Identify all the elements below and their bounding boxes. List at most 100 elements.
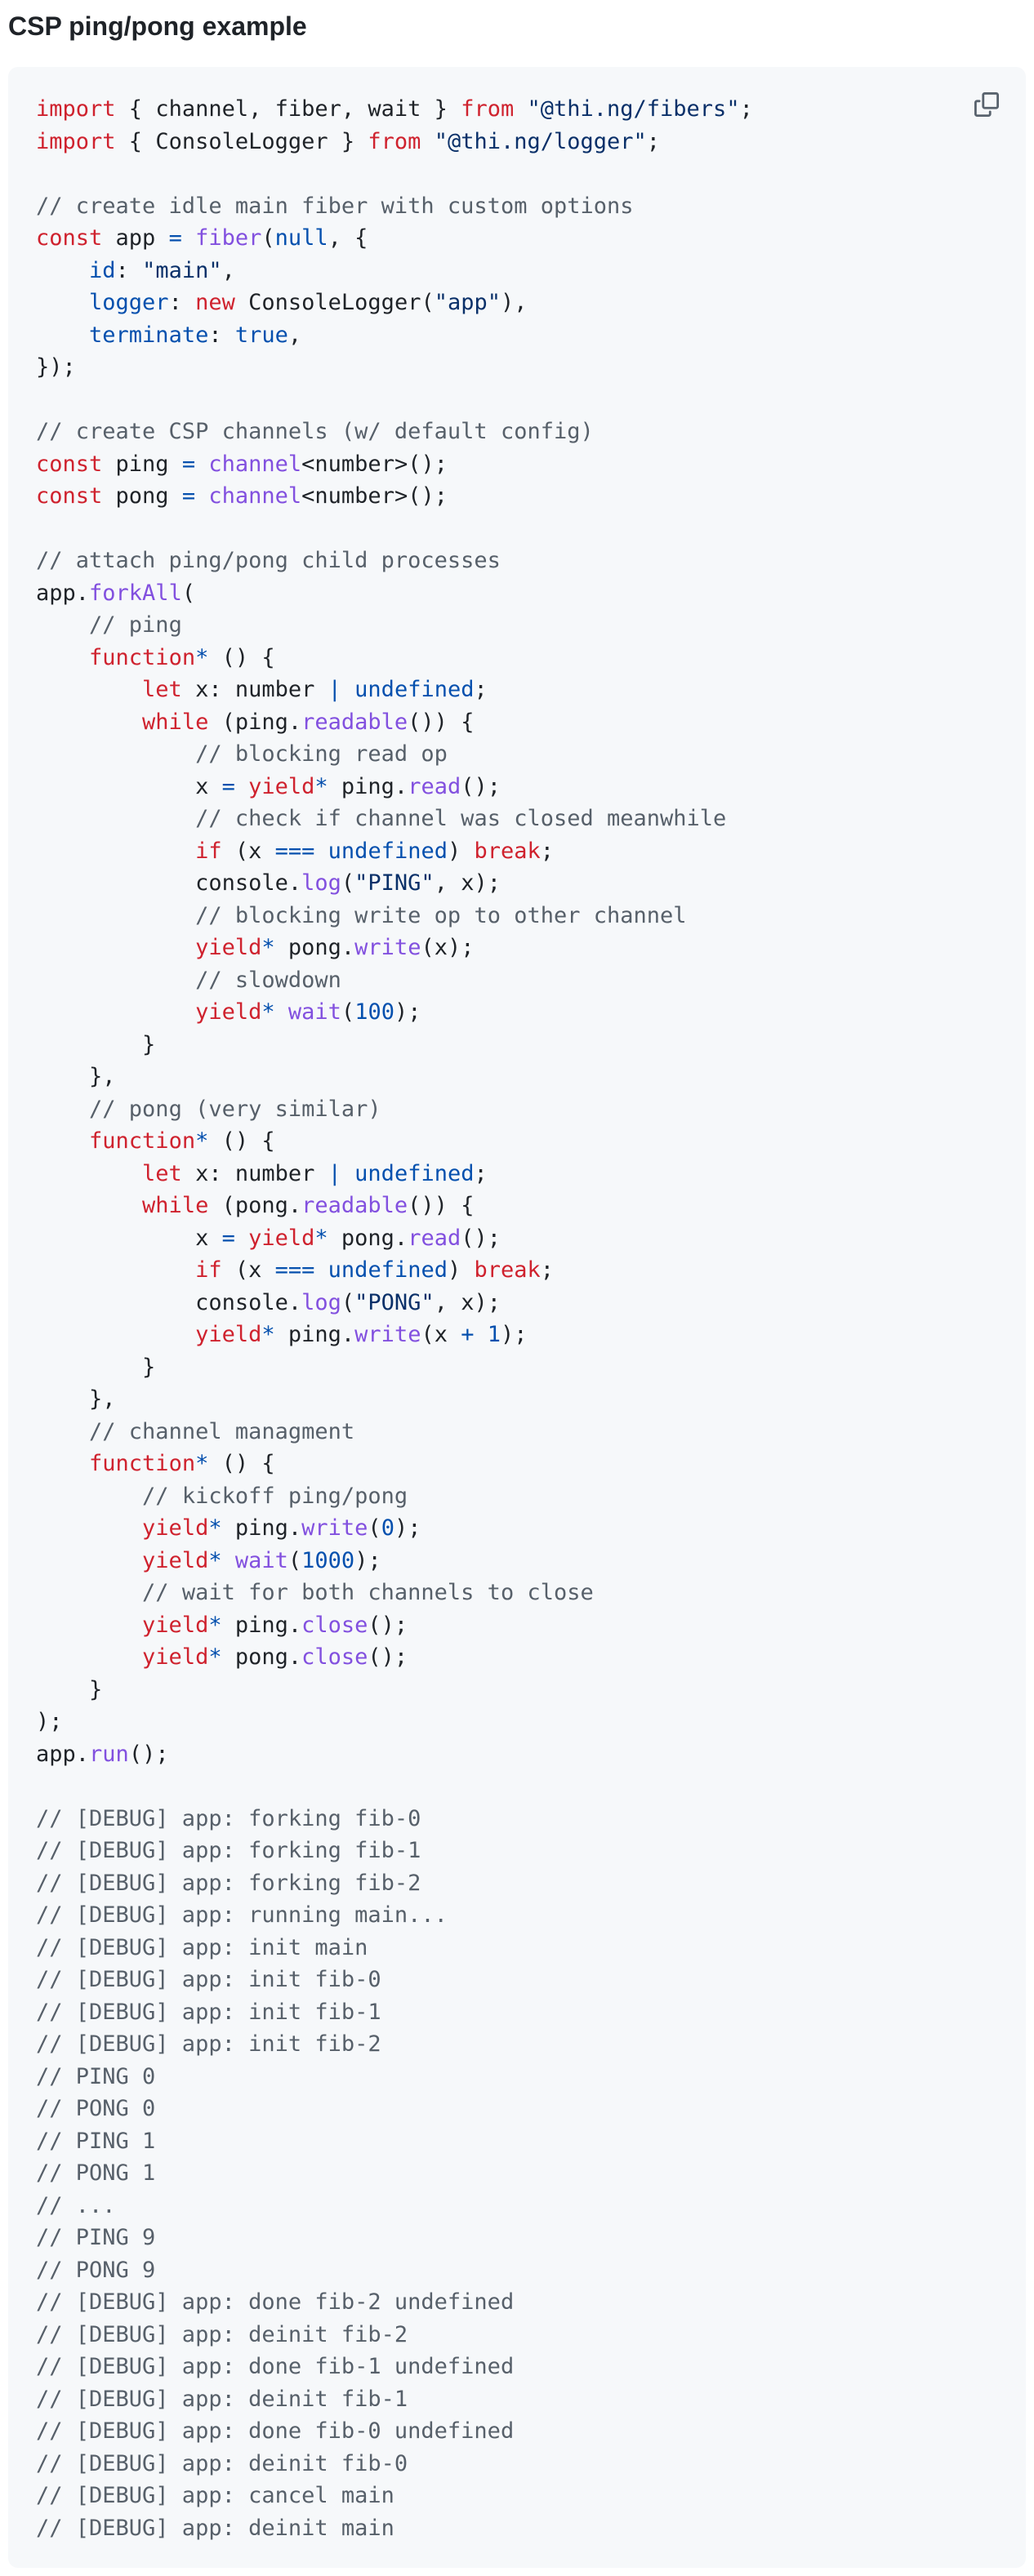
copy-button[interactable] [970,88,1003,121]
code-line: // [DEBUG] app: deinit fib-1 [36,2383,753,2416]
code-token: run [89,1741,129,1767]
code-line: // [DEBUG] app: cancel main [36,2480,753,2512]
code-token: // [DEBUG] app: deinit fib-0 [36,2450,408,2476]
code-line: app.forkAll( [36,577,753,610]
code-token: // [DEBUG] app: done fib-1 undefined [36,2354,515,2379]
code-token [341,1161,354,1186]
code-token: + [461,1322,475,1347]
code-token: break [474,1257,541,1283]
code-line: // PONG 1 [36,2157,753,2190]
code-token: // [DEBUG] app: running main... [36,1902,448,1928]
code-token: // attach ping/pong child processes [36,548,501,573]
code-token: yield [195,999,262,1025]
code-line: // create idle main fiber with custom op… [36,190,753,223]
code-token [36,1580,142,1605]
code-line: // check if channel was closed meanwhile [36,803,753,835]
code-token: ping. [221,1612,302,1638]
code-token: }, [36,1386,116,1412]
code-token: } [36,1354,156,1380]
code-token: close [301,1612,368,1638]
code-token: true [234,322,288,348]
code-token: read [408,1225,461,1251]
code-token: ping [102,451,182,477]
code-token: | [328,1160,341,1186]
code-token: , [287,322,302,348]
code-token: { channel, fiber, wait } [115,96,461,122]
code-token: readable [301,709,408,735]
code-line: logger: new ConsoleLogger("app"), [36,287,753,319]
code-token [421,129,434,154]
code-token: close [301,1644,368,1670]
code-line [36,384,753,416]
code-token: forkAll [89,580,182,606]
code-token: // PONG 9 [36,2257,156,2283]
code-token [36,323,89,348]
code-token: ); [501,1322,528,1347]
code-token: import [36,128,116,154]
code-token [36,1548,142,1573]
code-token [182,225,195,251]
code-token [36,1161,142,1186]
code-line: app.run(); [36,1738,753,1771]
code-token: logger [89,290,169,315]
code-token: { ConsoleLogger } [115,128,368,154]
code-token: // blocking read op [195,741,448,767]
code-token: * [208,1612,222,1638]
code-line: const app = fiber(null, { [36,222,753,255]
code-token: * [314,1225,328,1251]
code-token: ping. [274,1322,355,1347]
code-token: // PING 9 [36,2225,156,2250]
code-content: import { channel, fiber, wait } from "@t… [36,93,753,2544]
code-token: // check if channel was closed meanwhile [195,806,727,831]
code-token: const [36,451,103,477]
code-line: yield* wait(100); [36,996,753,1029]
code-line: // [DEBUG] app: forking fib-2 [36,1867,753,1900]
code-token: yield [142,1515,209,1541]
code-token: ); [394,999,421,1025]
code-token: 1 [487,1322,501,1347]
code-token [222,1548,235,1573]
code-token: fiber [195,225,262,251]
code-token: app. [36,580,90,606]
code-token: * [261,1322,275,1347]
code-token: console. [36,870,302,896]
code-token: function [89,644,196,670]
code-line: yield* ping.write(x + 1); [36,1319,753,1351]
code-line: // [DEBUG] app: deinit fib-2 [36,2319,753,2351]
code-token [36,1193,142,1218]
code-token [36,839,195,864]
code-line: // slowdown [36,964,753,997]
code-token: log [301,1289,341,1315]
code-token: yield [248,773,315,799]
code-token [36,1644,142,1670]
code-token: id [89,257,116,283]
code-token: while [142,709,209,735]
code-line: }, [36,1061,753,1093]
code-token: pong. [221,1644,302,1670]
code-token: undefined [328,1257,448,1283]
code-token: let [142,677,182,702]
code-token: ) [447,1257,475,1283]
code-block: import { channel, fiber, wait } from "@t… [8,67,1026,2568]
code-token [36,741,195,767]
code-line: // kickoff ping/pong [36,1480,753,1513]
code-token: // PING 0 [36,2063,156,2089]
code-token [235,1226,248,1251]
code-line: // [DEBUG] app: init fib-0 [36,1964,753,1996]
code-token: x: number [181,1160,328,1186]
code-token: ; [474,1160,488,1186]
code-token: ( [261,225,275,251]
code-token [36,677,142,702]
code-token [341,677,354,702]
code-token: (x [221,1257,275,1283]
code-line: // [DEBUG] app: init fib-1 [36,1996,753,2029]
code-line: }, [36,1383,753,1416]
code-line: while (pong.readable()) { [36,1190,753,1222]
code-token [36,1128,89,1154]
code-token: , { [328,225,368,251]
code-line: // [DEBUG] app: done fib-2 undefined [36,2286,753,2319]
code-token: ) [447,838,475,864]
code-line: // blocking read op [36,738,753,771]
code-token: console. [36,1289,302,1315]
code-token: // create CSP channels (w/ default confi… [36,419,594,444]
